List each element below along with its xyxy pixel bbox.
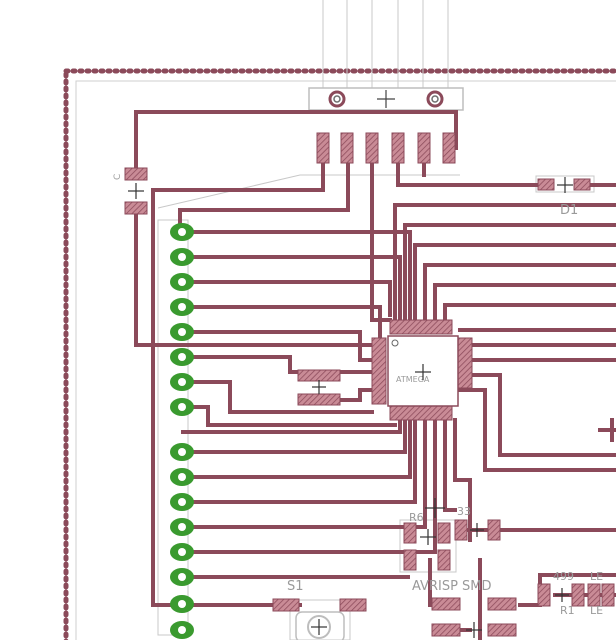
via-icon bbox=[170, 443, 194, 461]
via-icon bbox=[170, 621, 194, 639]
label-led-bottom: LE bbox=[590, 604, 603, 617]
plus-crosshair-icon bbox=[128, 177, 573, 638]
ic-label: ATMEGA bbox=[396, 375, 430, 384]
label-r6: R6 bbox=[409, 511, 424, 524]
label-c: C bbox=[113, 174, 123, 180]
via-icon bbox=[170, 518, 194, 536]
via-icon bbox=[170, 493, 194, 511]
plus-crosshair-icon bbox=[377, 90, 395, 108]
label-s1: S1 bbox=[287, 579, 304, 594]
via-icon bbox=[170, 595, 194, 613]
via-icon bbox=[170, 568, 194, 586]
label-r1: R1 bbox=[560, 604, 575, 617]
mounting-hole-icon bbox=[328, 90, 346, 108]
label-avrisp: AVRISP SMD bbox=[412, 579, 492, 594]
board-inner-outline bbox=[75, 80, 616, 640]
header-wires bbox=[322, 0, 449, 88]
pin-header-vias bbox=[170, 223, 194, 639]
label-led-top: LE bbox=[590, 570, 603, 583]
via-icon bbox=[170, 298, 194, 316]
via-icon bbox=[170, 248, 194, 266]
board-outline-dotted bbox=[63, 68, 616, 640]
header-connector bbox=[308, 87, 464, 111]
label-d1: D1 bbox=[560, 203, 578, 218]
label-r-value: 499 bbox=[553, 570, 574, 583]
via-icon bbox=[170, 468, 194, 486]
via-icon bbox=[170, 223, 194, 241]
via-icon bbox=[170, 323, 194, 341]
label-33: 33 bbox=[457, 505, 471, 518]
tactile-switch-icon bbox=[295, 611, 345, 640]
via-icon bbox=[170, 398, 194, 416]
via-icon bbox=[170, 373, 194, 391]
via-icon bbox=[170, 273, 194, 291]
component-labels: D1 S1 R1 499 R6 33 LE LE AVRISP SMD C bbox=[113, 174, 603, 617]
smd-pads bbox=[124, 132, 615, 637]
via-icon bbox=[170, 543, 194, 561]
mounting-hole-icon bbox=[426, 90, 444, 108]
via-icon bbox=[170, 348, 194, 366]
